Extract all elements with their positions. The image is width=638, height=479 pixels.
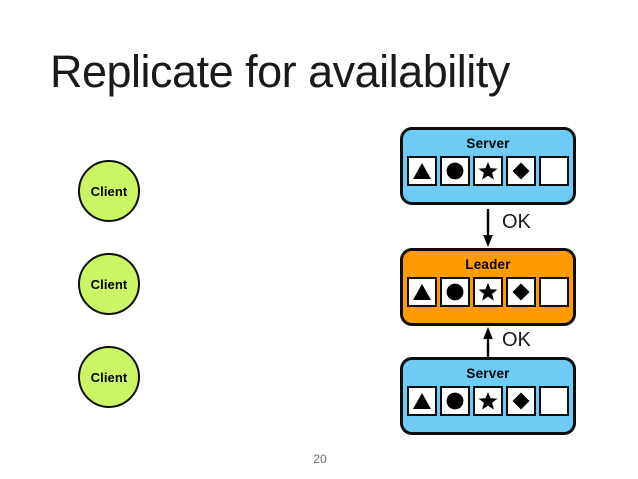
- diamond-icon: [511, 391, 531, 411]
- leader-node[interactable]: Leader: [400, 248, 576, 326]
- arrow-group-up: OK: [472, 325, 582, 367]
- arrow-label-ok-down: OK: [502, 211, 531, 233]
- server-node-top[interactable]: Server: [400, 127, 576, 205]
- client-node-3[interactable]: Client: [78, 346, 140, 408]
- client-label: Client: [90, 183, 128, 199]
- log-cell-circle[interactable]: [440, 386, 470, 416]
- triangle-icon: [412, 282, 432, 302]
- page-number: 20: [313, 452, 327, 466]
- node-title: Server: [466, 136, 510, 151]
- client-label: Client: [90, 369, 128, 385]
- triangle-icon: [412, 391, 432, 411]
- arrow-group-down: OK: [472, 207, 582, 249]
- log-cell-empty[interactable]: [539, 277, 569, 307]
- log-cell-diamond[interactable]: [506, 386, 536, 416]
- star-icon: [478, 282, 498, 302]
- circle-icon: [445, 391, 465, 411]
- circle-icon: [445, 282, 465, 302]
- client-node-1[interactable]: Client: [78, 160, 140, 222]
- diamond-icon: [511, 161, 531, 181]
- diamond-icon: [511, 282, 531, 302]
- log-cell-circle[interactable]: [440, 156, 470, 186]
- log-cell-triangle[interactable]: [407, 156, 437, 186]
- log-cell-star[interactable]: [473, 277, 503, 307]
- log-cell-empty[interactable]: [539, 386, 569, 416]
- arrow-label-ok-up: OK: [502, 329, 531, 351]
- page-title: Replicate for availability: [50, 46, 510, 97]
- star-icon: [478, 391, 498, 411]
- client-node-2[interactable]: Client: [78, 253, 140, 315]
- node-title: Server: [466, 366, 510, 381]
- log-cell-empty[interactable]: [539, 156, 569, 186]
- log-cell-triangle[interactable]: [407, 277, 437, 307]
- server-node-bottom[interactable]: Server: [400, 357, 576, 435]
- node-title: Leader: [465, 257, 511, 272]
- log-cell-diamond[interactable]: [506, 156, 536, 186]
- triangle-icon: [412, 161, 432, 181]
- star-icon: [478, 161, 498, 181]
- arrow-down-icon: [480, 207, 522, 249]
- log-cell-diamond[interactable]: [506, 277, 536, 307]
- circle-icon: [445, 161, 465, 181]
- log-row: [407, 277, 569, 307]
- log-cell-star[interactable]: [473, 156, 503, 186]
- client-label: Client: [90, 276, 128, 292]
- log-cell-circle[interactable]: [440, 277, 470, 307]
- log-row: [407, 156, 569, 186]
- log-cell-triangle[interactable]: [407, 386, 437, 416]
- log-row: [407, 386, 569, 416]
- log-cell-star[interactable]: [473, 386, 503, 416]
